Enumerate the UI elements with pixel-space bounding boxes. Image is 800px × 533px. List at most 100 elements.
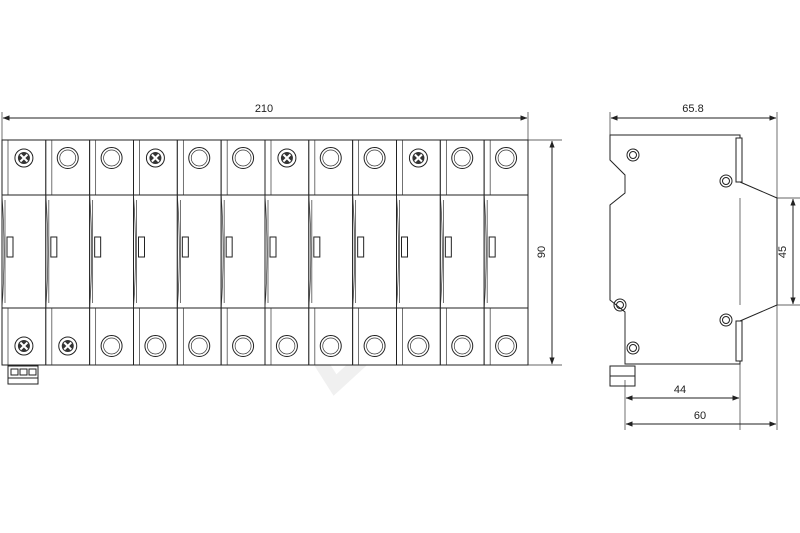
module-6-bottom-terminal-ring-inner (234, 337, 252, 355)
module-12-top-terminal-ring-inner (497, 149, 515, 167)
module-3-bottom-terminal-ring-icon (100, 335, 123, 357)
module-2-top-terminal-ring-icon (56, 147, 79, 169)
module-1-window (6, 236, 14, 258)
module-6-top-terminal-ring-icon (232, 147, 255, 169)
module-5-bottom-terminal-ring-inner (190, 337, 208, 355)
module-9-top (352, 139, 397, 196)
module-5-top-terminal-ring-inner (190, 149, 208, 167)
din-clip (7, 365, 39, 385)
module-9-top-terminal-ring-inner (366, 149, 383, 167)
module-8-window (313, 236, 321, 258)
module-4-top-terminal-cross (151, 153, 160, 163)
module-10-bottom (396, 307, 441, 366)
module-2-bottom-terminal-screw-icon (58, 336, 78, 356)
module-7-bottom (264, 307, 310, 366)
module-4-window (138, 236, 145, 258)
module-1-bottom-terminal-cross (19, 341, 29, 351)
module-2-bottom-terminal-cross (63, 341, 72, 351)
module-4-bottom-terminal-ring-icon (144, 335, 167, 357)
module-3-top-terminal-ring-icon (100, 147, 123, 169)
module-4-seam (133, 194, 136, 309)
module-3-seam (89, 194, 93, 309)
module-10-top-terminal-cross (414, 153, 423, 163)
module-3-top (89, 139, 134, 196)
module-3-window (94, 236, 102, 258)
module-5-window (181, 236, 189, 258)
module-8-top-terminal-ring-inner (322, 149, 340, 167)
module-10-top-terminal-screw-icon (408, 148, 428, 168)
module-7-front (264, 194, 310, 309)
module-2-front (45, 194, 91, 309)
module-12-bottom (483, 307, 529, 366)
module-9-top-terminal-ring-icon (363, 147, 386, 169)
module-8-front (308, 194, 354, 309)
module-12-seam (483, 194, 487, 309)
module-7-bottom-terminal-ring-inner (278, 337, 296, 355)
module-1-top-terminal-screw-icon (14, 148, 34, 168)
rail-depth-label: 44 (674, 384, 686, 396)
module-3-bottom (89, 307, 134, 366)
module-5-bottom (176, 307, 222, 366)
module-12-top (483, 139, 529, 196)
module-12-bottom-terminal-ring-inner (497, 337, 515, 355)
module-9-bottom-terminal-ring-icon (363, 335, 386, 357)
module-1-bottom-terminal-screw-icon (14, 336, 34, 356)
module-6-front (220, 194, 266, 309)
width-label: 210 (255, 103, 273, 115)
module-12-front (483, 194, 529, 309)
module-8-top (308, 139, 354, 196)
module-11-window (444, 236, 452, 258)
module-6-bottom-terminal-ring-icon (232, 335, 255, 357)
module-11-bottom-terminal-ring-inner (453, 337, 471, 355)
base-depth-label: 60 (694, 410, 706, 422)
module-10-window (401, 236, 408, 258)
module-10-bottom-terminal-ring-inner (410, 337, 427, 355)
module-6-top-terminal-ring-inner (234, 149, 252, 167)
module-11-top-terminal-ring-inner (453, 149, 471, 167)
module-4-bottom-terminal-ring-inner (147, 337, 164, 355)
module-8-seam (308, 194, 312, 309)
module-3-front (89, 194, 134, 309)
module-10-seam (396, 194, 399, 309)
module-7-top-terminal-screw-icon (277, 148, 297, 168)
module-2-top-terminal-ring-inner (59, 149, 77, 167)
module-5-top-terminal-ring-icon (188, 147, 211, 169)
module-10-bottom-terminal-ring-icon (407, 335, 430, 357)
module-11-front (439, 194, 485, 309)
module-3-top-terminal-ring-inner (103, 149, 120, 167)
module-row (1, 139, 529, 366)
module-2-top (45, 139, 91, 196)
module-9-bottom (352, 307, 397, 366)
module-8-top-terminal-ring-icon (319, 147, 342, 169)
front-view: 210 90 (1, 103, 562, 385)
width-dimension: 210 (1, 103, 529, 140)
module-5-top (176, 139, 222, 196)
module-7-seam (264, 194, 268, 309)
module-9-bottom-terminal-ring-inner (366, 337, 383, 355)
height-label: 90 (536, 246, 548, 258)
module-7-window (269, 236, 277, 258)
module-7-top-terminal-cross (282, 153, 292, 163)
module-12-bottom-terminal-ring-icon (495, 335, 518, 357)
module-6-window (225, 236, 233, 258)
module-11-top (439, 139, 485, 196)
module-4-front (133, 194, 178, 309)
module-10-front (396, 194, 441, 309)
module-8-bottom (308, 307, 354, 366)
module-1-top-terminal-cross (19, 153, 29, 163)
depth-dimension: 65.8 (609, 103, 778, 198)
base-depth-dimension: 60 (625, 305, 778, 430)
module-1-seam (1, 194, 5, 309)
side-view: 65.8 45 (609, 103, 800, 430)
module-11-bottom-terminal-ring-icon (451, 335, 474, 357)
module-12-top-terminal-ring-icon (495, 147, 518, 169)
module-7-bottom-terminal-ring-icon (275, 335, 298, 357)
side-body-outline (609, 134, 778, 365)
module-2-window (50, 236, 58, 258)
module-4-top-terminal-screw-icon (145, 148, 165, 168)
module-5-bottom-terminal-ring-icon (188, 335, 211, 357)
module-11-top-terminal-ring-icon (451, 147, 474, 169)
module-5-seam (176, 194, 180, 309)
module-8-bottom-terminal-ring-inner (322, 337, 340, 355)
side-screw-holes (613, 148, 733, 355)
